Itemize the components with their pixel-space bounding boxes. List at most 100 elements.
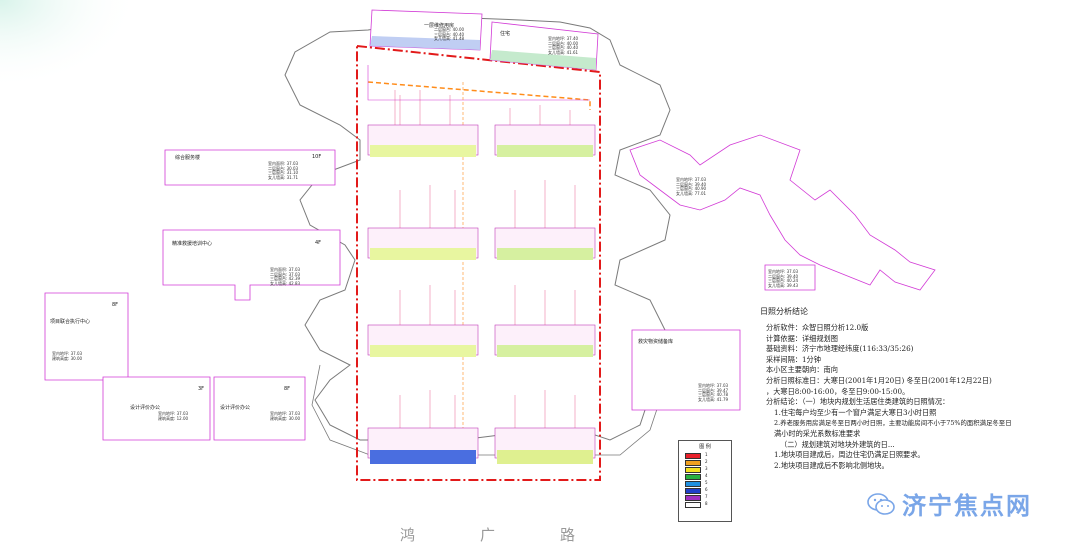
right2-line: 二层窗台: 39.40 — [768, 273, 799, 279]
b1-name: 综合服务楼 — [175, 155, 201, 161]
conclusions-title: 日照分析结论 — [760, 307, 808, 316]
b5-floors: 8F — [284, 386, 291, 392]
conclusion-line: 满小时的采光系数标准要求 — [774, 428, 861, 438]
legend-row: 2 — [685, 459, 725, 466]
b1-line: 二层窗台: 30.03 — [268, 165, 299, 171]
b6-name: 救灾物资储备库 — [638, 339, 674, 345]
legend-swatch — [685, 474, 701, 480]
watermark: 济宁焦点网 — [866, 486, 1032, 521]
right1-line: 三层窗台: 40.90 — [676, 186, 707, 192]
b3-name: 项目联合执行中心 — [50, 319, 91, 325]
bld-outline-b2 — [162, 229, 341, 301]
top-right-gradient — [490, 50, 596, 70]
top1-line: 二层窗台: 40.00 — [434, 27, 465, 32]
conclusion-line: 1.住宅每户均至少有一个窗户满足大寒日3小时日照 — [774, 407, 937, 417]
legend-row: 3 — [685, 466, 725, 473]
top2-line: 三层窗台: 40.40 — [548, 45, 579, 51]
b4-line: 室内地坪: 37.03 — [158, 411, 189, 416]
unit-r1-l — [367, 124, 479, 157]
legend: 图 例 1 2 3 4 5 6 7 8 — [678, 440, 732, 522]
b2-name: 精准救援培训中心 — [172, 241, 213, 247]
b3-line: 室内地坪: 37.03 — [52, 351, 83, 356]
outer-boundary-lower — [311, 364, 661, 456]
watermark-text: 济宁焦点网 — [902, 492, 1032, 520]
b5-line: 建筑高度: 30.00 — [270, 415, 301, 421]
legend-label: 5 — [705, 480, 708, 485]
bld-outline-b5 — [213, 376, 306, 441]
b5-name: 设计评价办公 — [220, 405, 251, 411]
bld-outline-b4 — [102, 376, 211, 441]
conclusion-line: 1.地块项目建成后，周边住宅仍满足日照要求。 — [774, 450, 925, 460]
b4-name: 设计评价办公 — [130, 405, 161, 411]
top1-name: 一层维修用房 — [424, 23, 455, 29]
b6-line: 三层窗台: 40.78 — [698, 392, 729, 398]
legend-title: 图 例 — [699, 444, 711, 450]
left-buildings — [44, 149, 816, 441]
top1-line: 三层窗台: 40.40 — [434, 31, 465, 37]
top2-line: 室内地坪: 37.40 — [548, 36, 579, 41]
conclusion-line: 计算依据：详细规划图 — [766, 333, 838, 343]
conclusion-line: （二）规划建筑对地块外建筑的日... — [780, 439, 895, 449]
top2-name: 住宅 — [500, 31, 511, 37]
b2-line: 室内面积: 37.03 — [270, 267, 301, 272]
road-char: 广 — [480, 526, 496, 544]
legend-label: 2 — [705, 459, 708, 464]
conclusions-panel: 日照分析结论 分析软件：众智日照分析12.0版 计算依据：详细规划图 基础资料：… — [760, 306, 1060, 471]
b2-line: 女儿墙高: 42.83 — [270, 280, 301, 286]
conclusion-line: 分析软件：众智日照分析12.0版 — [766, 323, 869, 332]
b2-line: 二层窗台: 37.03 — [270, 271, 301, 277]
right2-line: 女儿墙高: 39.43 — [768, 282, 799, 288]
b1-line: 女儿墙高: 31.71 — [268, 174, 299, 180]
top-left-gradient — [370, 36, 480, 50]
road-char: 路 — [560, 526, 576, 544]
conclusion-line: 2.养老服务用房满足冬至日两小时日照，主要功能房间不小于75%的面积满足冬至日 — [774, 419, 1012, 428]
legend-row: 1 — [685, 452, 725, 459]
b6-line: 二层窗台: 39.47 — [698, 387, 729, 393]
b1-line: 室内面积: 37.03 — [268, 161, 299, 166]
top2-line: 女儿墙高: 41.61 — [548, 49, 579, 55]
legend-row: 5 — [685, 480, 725, 487]
right2-line: 室内地坪: 37.03 — [768, 269, 799, 274]
unit-r1-r — [494, 124, 596, 157]
conclusion-line: 分析结论：（一）地块内规划生活居住类建筑的日照情况： — [766, 397, 950, 407]
b2-line: 三层窗台: 42.39 — [270, 276, 301, 282]
legend-swatch — [685, 502, 701, 508]
legend-row: 4 — [685, 473, 725, 480]
right1-line: 室内地坪: 37.03 — [676, 177, 707, 182]
legend-row: 6 — [685, 487, 725, 494]
legend-label: 4 — [705, 473, 708, 478]
bld-outline-b6 — [631, 329, 741, 411]
legend-row: 7 — [685, 494, 725, 501]
orange-line — [367, 81, 591, 110]
conclusion-line: 分析日照标准日：大寒日(2001年1月20日) 冬至日(2001年12月22日) — [766, 375, 992, 385]
magenta-line — [367, 65, 590, 101]
legend-label: 1 — [705, 452, 708, 457]
legend-swatch — [685, 467, 701, 473]
bld-outline-r2 — [764, 264, 816, 291]
conclusion-line: 采样间隔：1分钟 — [766, 354, 821, 364]
conclusion-line: ，大寒日8:00-16:00，冬至日9:00-15:00。 — [766, 386, 910, 396]
conclusion-line: 2.地块项目建成后不影响北侧地块。 — [774, 460, 889, 470]
right1-line: 女儿墙高: 77.01 — [676, 190, 707, 196]
legend-label: 3 — [705, 466, 708, 471]
b3-floors: 8F — [112, 302, 119, 308]
b4-line: 建筑高度: 12.00 — [158, 415, 189, 421]
legend-swatch — [685, 460, 701, 466]
legend-swatch — [685, 488, 701, 494]
unit-r4-r — [494, 427, 596, 464]
legend-label: 7 — [705, 494, 708, 499]
legend-label: 8 — [705, 501, 708, 506]
b1-floors: 10F — [312, 154, 322, 160]
right2-line: 三层窗台: 40.24 — [768, 278, 799, 284]
b6-line: 室内地坪: 37.03 — [698, 383, 729, 388]
unit-r4-l — [367, 427, 479, 464]
unit-r2-r — [494, 227, 596, 260]
unit-r3-r — [494, 324, 596, 357]
conclusion-line: 本小区主要朝向：南向 — [766, 365, 838, 375]
b3-line: 建筑高度: 30.00 — [52, 355, 83, 361]
conclusion-line: 基础资料：济宁市地理经纬度(116:33/35:26) — [766, 344, 914, 354]
legend-swatch — [685, 481, 701, 487]
b6-line: 女儿墙高: 41.79 — [698, 396, 729, 402]
